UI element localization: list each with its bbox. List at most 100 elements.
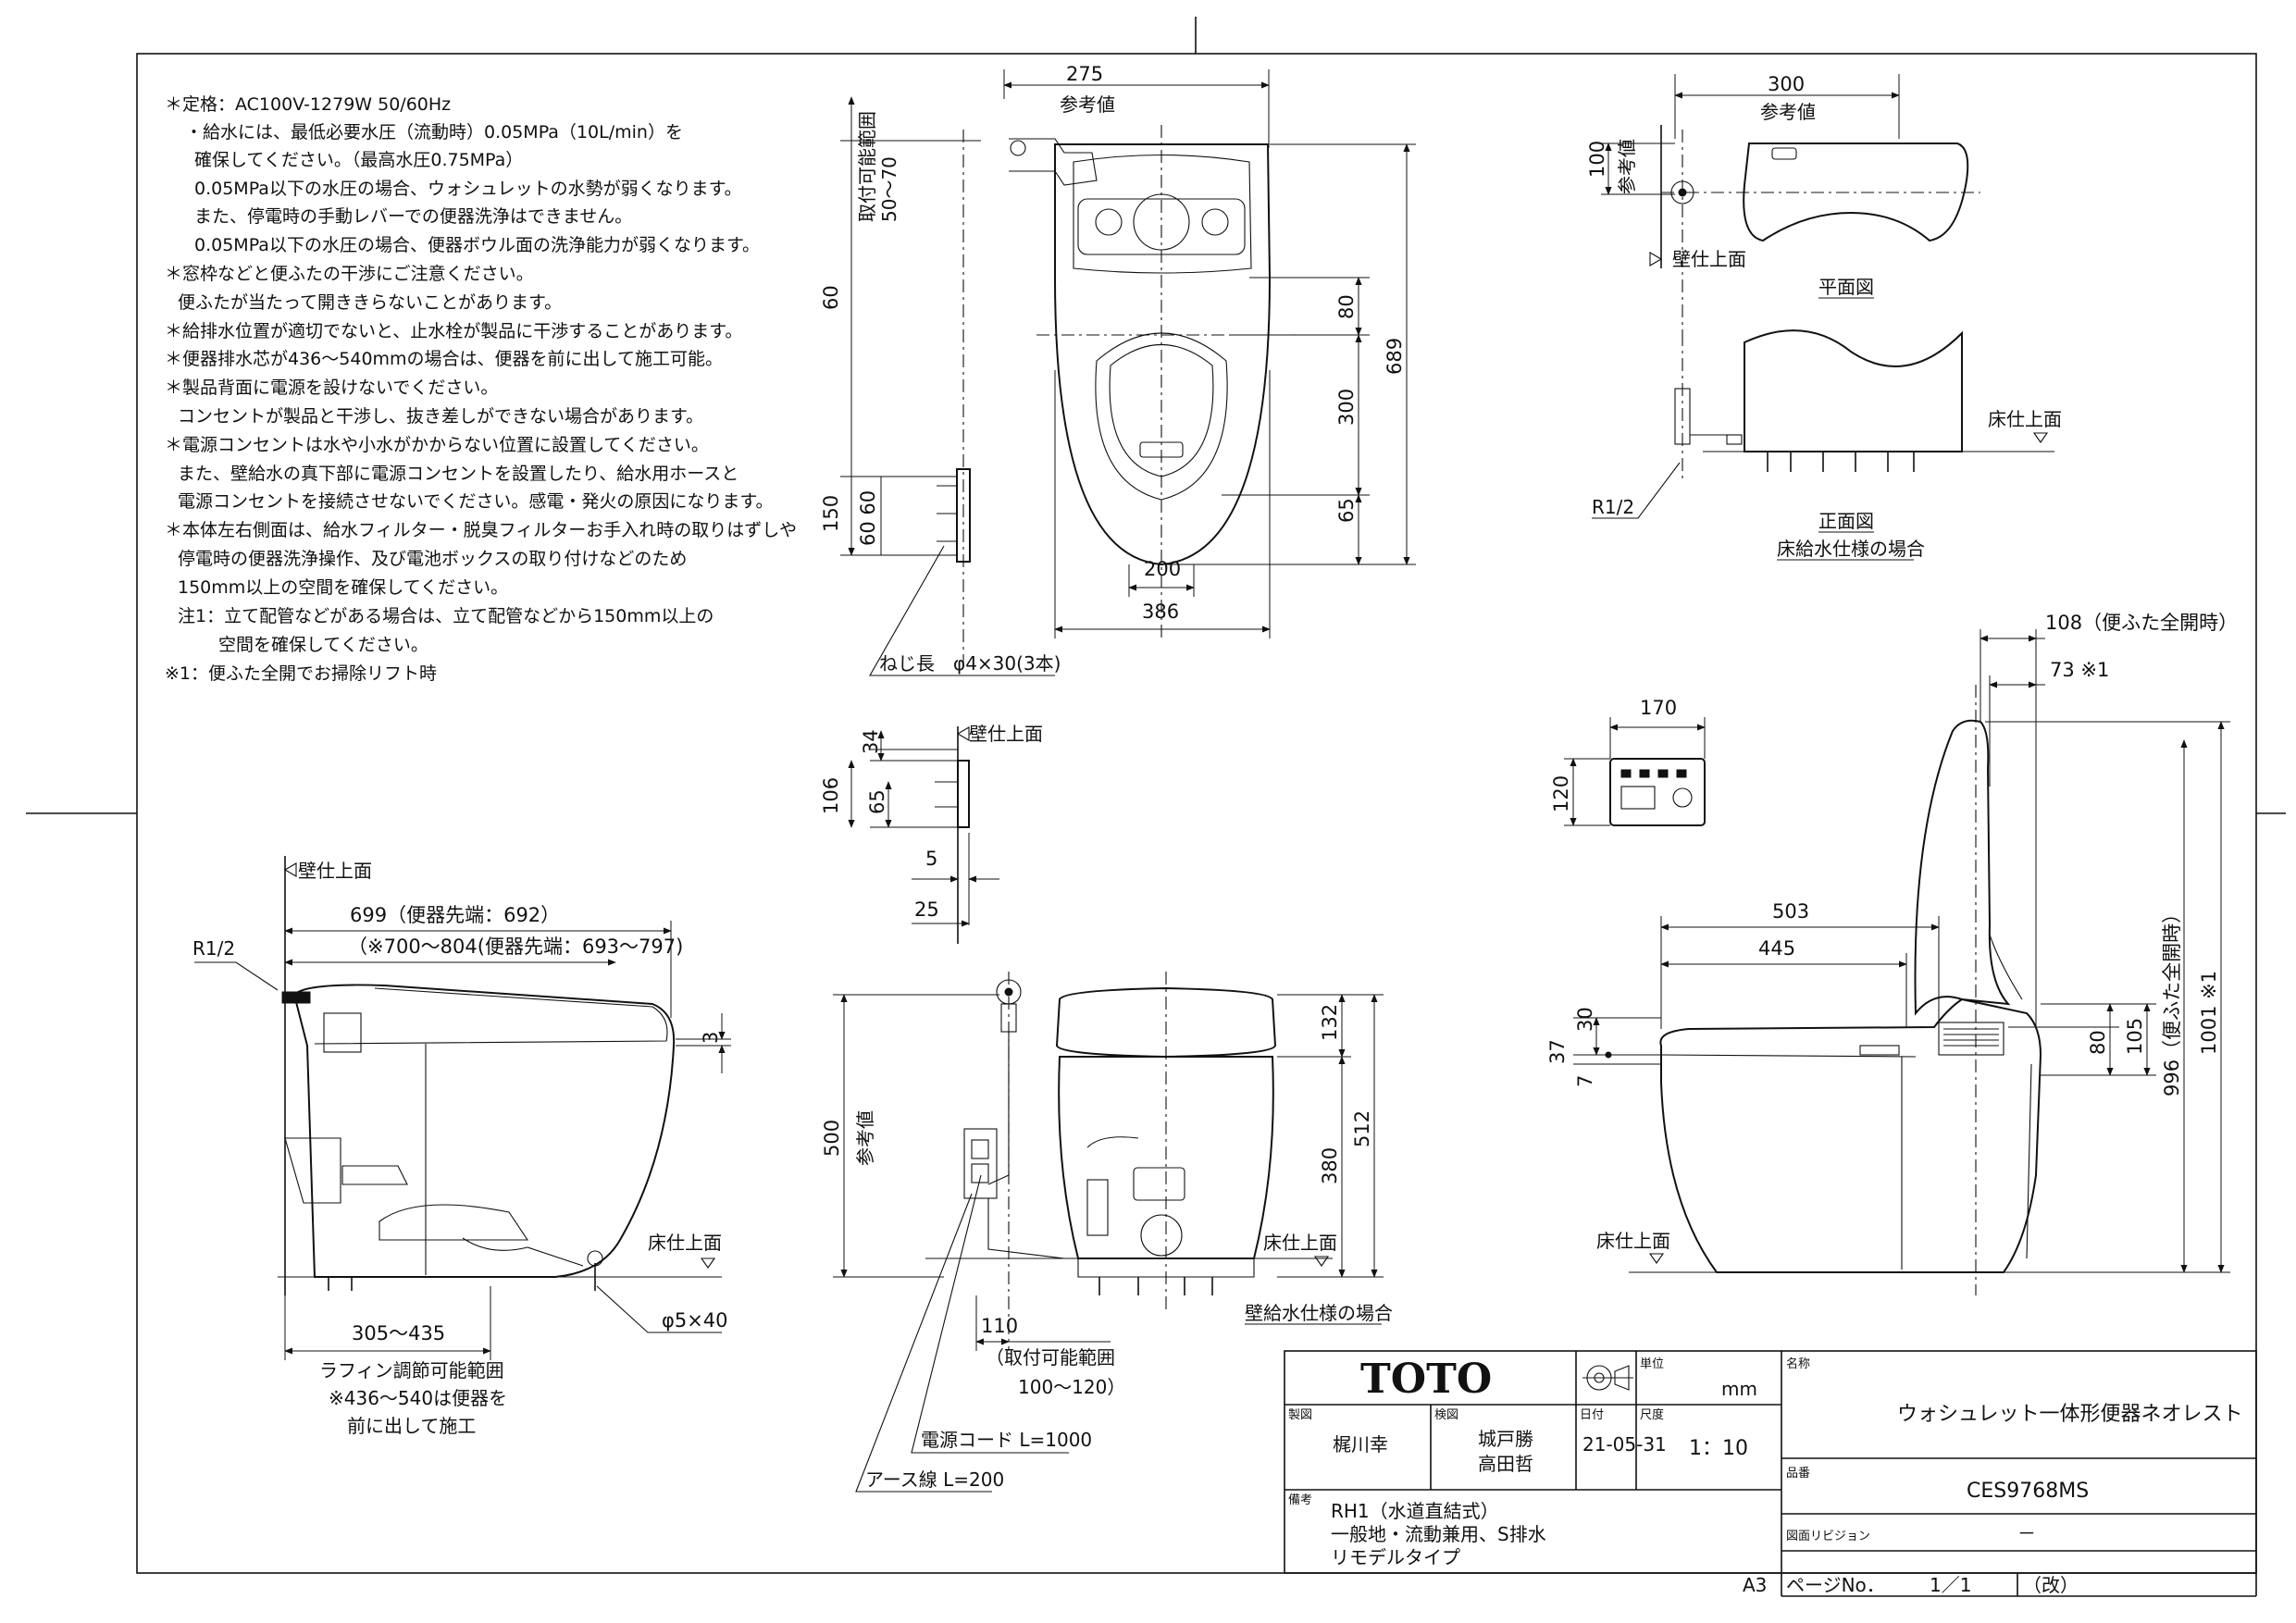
wall-top-label: 壁仕上面 <box>298 860 372 882</box>
dim-34: 34 <box>860 729 882 754</box>
dim-108: 108（便ふた全開時） <box>2045 612 2238 634</box>
earth-wire-label: アース線 L=200 <box>865 1468 1004 1491</box>
note-line: ・給水には、最低必要水圧（流動時）0.05MPa（10L/min）を <box>185 122 683 142</box>
raffin-range-label: ラフィン調節可能範囲 <box>319 1359 504 1381</box>
note-line: 停電時の便器洗浄操作、及び電池ボックスの取り付けなどのため <box>178 549 687 569</box>
dim-100: 100 <box>1586 141 1608 178</box>
dim-7: 7 <box>1574 1075 1596 1087</box>
note-line: ＊定格：AC100V-1279W 50/60Hz <box>165 94 451 115</box>
remark-line: 一般地・流動兼用、S排水 <box>1331 1523 1546 1545</box>
remark-line: リモデルタイプ <box>1331 1546 1460 1568</box>
dim-110: 110 <box>981 1315 1018 1337</box>
date-value: 21-05-31 <box>1582 1433 1667 1456</box>
dim-106: 106 <box>820 777 842 814</box>
check-label: 検図 <box>1434 1408 1458 1422</box>
raffin-note-2: 前に出して施工 <box>347 1415 476 1437</box>
dim-386: 386 <box>1142 601 1179 623</box>
dim-25: 25 <box>914 898 939 921</box>
dim-65: 65 <box>1335 498 1358 523</box>
brand-logo: TOTO <box>1360 1356 1492 1403</box>
floor-top-label: 床仕上面 <box>1596 1230 1670 1252</box>
remarks-label: 備考 <box>1288 1493 1312 1507</box>
note-line: ＊本体左右側面は、給水フィルター・脱臭フィルターお手入れ時の取りはずしや <box>165 520 797 540</box>
checker-1: 城戸勝 <box>1478 1428 1533 1450</box>
product-name: ウォシュレット一体形便器ネオレスト <box>1897 1403 2243 1426</box>
install-range-value: 50～70 <box>878 156 900 222</box>
ref-value-label: 参考値 <box>1760 101 1816 123</box>
floor-top-label: 床仕上面 <box>1263 1232 1337 1254</box>
phi-5x40-label: φ5×40 <box>662 1309 728 1332</box>
note-line: ＊製品背面に電源を設けないでください。 <box>165 378 498 398</box>
dim-3: 3 <box>700 1032 722 1044</box>
front-feet <box>1767 452 1915 472</box>
part-number: CES9768MS <box>1967 1480 2089 1503</box>
note-line: コンセントが製品と干渉し、抜き差しができない場合があります。 <box>178 406 703 427</box>
range-110-value: 100～120） <box>1018 1376 1125 1398</box>
bracket-detail: 壁仕上面 34 106 65 5 25 <box>820 723 1043 944</box>
note-line: 注1：立て配管などがある場合は、立て配管などから150mm以上の <box>178 606 714 626</box>
screw-label: ねじ長 φ4×30(3本) <box>879 652 1061 675</box>
note-line: ＊窓枠などと便ふたの干渉にご注意ください。 <box>165 264 534 284</box>
note-line: ＊給排水位置が適切でないと、止水栓が製品に干渉することがあります。 <box>165 321 742 341</box>
ref-value-label: 参考値 <box>854 1110 876 1166</box>
dim-689: 689 <box>1384 338 1406 375</box>
dim-1001: 1001 ※1 <box>2198 971 2220 1055</box>
revision-value: － <box>2017 1522 2036 1544</box>
scale-value: 1：10 <box>1689 1437 1748 1460</box>
note-line: 0.05MPa以下の水圧の場合、ウォシュレットの水勢が弱くなります。 <box>194 179 742 199</box>
notes-block: ＊定格：AC100V-1279W 50/60Hz ・給水には、最低必要水圧（流動… <box>165 94 797 684</box>
sheet-mark: （改） <box>2023 1574 2079 1596</box>
ref-value-label: 参考値 <box>1616 139 1638 194</box>
side-feet <box>328 1263 596 1291</box>
dim-65-bracket: 65 <box>866 789 888 814</box>
top-plan-view: 275 参考値 60 取付可能範囲 50～70 150 60 60 <box>820 63 1416 676</box>
dim-73: 73 ※1 <box>2050 659 2109 681</box>
checker-2: 高田哲 <box>1478 1453 1533 1475</box>
dim-700-804: （※700～804(便器先端：693～797) <box>348 935 683 958</box>
paper-size: A3 <box>1743 1574 1767 1596</box>
dim-170: 170 <box>1640 697 1677 719</box>
vent-slots <box>1943 1028 1999 1047</box>
remark-line: RH1（水道直結式） <box>1331 1500 1499 1522</box>
dim-37: 37 <box>1546 1039 1569 1064</box>
note-line: 空間を確保してください。 <box>218 635 428 655</box>
side-view-right: 170 120 108（便ふた全開時） 73 ※1 <box>1546 612 2238 1295</box>
dim-305-435: 305～435 <box>352 1322 445 1344</box>
ref-value-label: 参考値 <box>1060 93 1115 116</box>
note-line: また、壁給水の真下部に電源コンセントを設置したり、給水用ホースと <box>178 464 738 484</box>
dim-512: 512 <box>1351 1110 1373 1147</box>
power-cord-label: 電源コード L=1000 <box>921 1429 1092 1451</box>
scale-label: 尺度 <box>1640 1407 1664 1422</box>
remote-buttons <box>1620 769 1693 810</box>
floor-top-label: 床仕上面 <box>1988 408 2062 430</box>
note-line: また、停電時の手動レバーでの便器洗浄はできません。 <box>194 206 632 227</box>
floor-top-label: 床仕上面 <box>648 1232 722 1254</box>
dim-60: 60 <box>820 285 842 310</box>
date-label: 日付 <box>1580 1408 1604 1422</box>
projection-symbol-icon <box>1582 1365 1633 1391</box>
dim-30: 30 <box>1574 1007 1596 1032</box>
page-value: 1／1 <box>1930 1574 1971 1596</box>
dim-300-plan: 300 <box>1335 389 1358 426</box>
dim-105: 105 <box>2124 1018 2146 1055</box>
note-line: ＊電源コンセントは水や小水がかからない位置に設置してください。 <box>165 435 709 455</box>
drafter-name: 梶川幸 <box>1333 1433 1388 1456</box>
floor-supply-title: 床給水仕様の場合 <box>1777 538 1925 560</box>
plan-view-title: 平面図 <box>1818 276 1874 298</box>
dim-275: 275 <box>1066 63 1103 85</box>
revision-label: 図面リビジョン <box>1786 1530 1870 1543</box>
wall-top-label: 壁仕上面 <box>1672 248 1746 270</box>
dim-60-60: 60 60 <box>857 490 879 546</box>
note-line: ＊便器排水芯が436～540mmの場合は、便器を前に出して施工可能。 <box>165 349 723 369</box>
dim-445: 445 <box>1758 937 1795 960</box>
part-label: 品番 <box>1786 1467 1810 1481</box>
dim-200: 200 <box>1144 558 1181 580</box>
unit-label: 単位 <box>1640 1357 1664 1371</box>
dim-132: 132 <box>1319 1004 1341 1041</box>
dim-5: 5 <box>925 848 937 870</box>
raffin-note-1: ※436～540は便器を <box>329 1387 507 1409</box>
name-label: 名称 <box>1786 1357 1810 1371</box>
install-range-label: 取付可能範囲 <box>856 111 878 222</box>
note-line: ※1：便ふた全開でお掃除リフト時 <box>165 663 437 684</box>
